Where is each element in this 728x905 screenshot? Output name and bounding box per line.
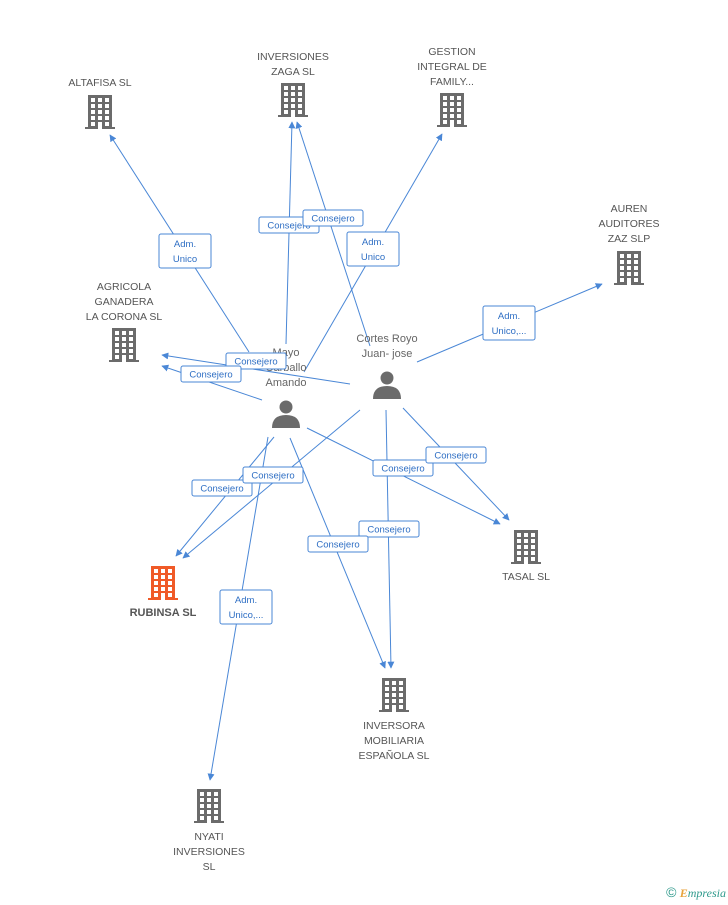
relation-text: Consejero [200,484,243,495]
company-node-nyati[interactable]: NYATI INVERSIONES SL [173,789,245,873]
brand-logo: Empresia [679,886,726,900]
relation-text: Adm. [235,595,257,606]
company-label: TASAL SL [502,571,550,583]
edge-9 [182,409,361,559]
company-label: GANADERA [95,296,154,308]
relation-text: Unico [173,254,197,265]
edge-14 [385,409,395,669]
company-label: RUBINSA SL [130,607,197,619]
company-node-agricola[interactable]: AGRICOLA GANADERA LA CORONA SL [86,281,163,362]
company-label: INVERSIONES [257,51,329,63]
company-node-auren[interactable]: AUREN AUDITORES ZAZ SLP [598,203,660,285]
company-node-inversora[interactable]: INVERSORA MOBILIARIA ESPAÑOLA SL [358,678,430,762]
company-label: AGRICOLA [97,281,151,293]
copyright-icon: © [666,884,677,900]
relation-text: Consejero [381,464,424,475]
person-icon [272,400,300,428]
relation-label-r3[interactable]: Consejero [302,209,364,227]
person-label: Juan- jose [362,348,413,360]
company-label: INTEGRAL DE [417,61,487,73]
relations-layer: Adm.UnicoConsejeroConsejeroAdm.UnicoAdm.… [158,209,536,625]
relation-text: Adm. [174,239,196,250]
relation-text: Consejero [316,540,359,551]
building-icon [109,328,139,362]
relation-text: Adm. [498,311,520,322]
relation-label-r8[interactable]: Consejero [191,479,253,497]
company-label: SL [203,861,216,873]
person-label: Cortes Royo [356,333,417,345]
company-label: INVERSORA [363,720,425,732]
building-icon [148,566,178,600]
edge-12 [402,407,510,521]
company-label: LA CORONA SL [86,311,163,323]
edge-3 [295,121,371,347]
relation-label-r1[interactable]: Adm. Unico [158,233,212,269]
nodes-layer: ALTAFISA SL INVERSIONES ZAGA SL GESTION INTE… [68,46,659,873]
footer-brand: © Empresia [666,884,726,901]
relation-text: Unico [361,252,385,263]
relation-label-r10[interactable]: Consejero [372,459,434,477]
company-node-inversiones-zaga[interactable]: INVERSIONES ZAGA SL [257,51,329,117]
relation-text: Unico,... [492,326,527,337]
relation-text: Consejero [434,451,477,462]
company-label: ZAGA SL [271,66,315,78]
relation-text: Adm. [362,237,384,248]
building-icon [614,251,644,285]
edge-7 [161,364,263,401]
building-icon [511,530,541,564]
relation-text: Consejero [189,370,232,381]
company-node-tasal[interactable]: TASAL SL [502,530,550,583]
relation-label-r11[interactable]: Consejero [425,446,487,464]
person-icon [373,371,401,399]
company-label: FAMILY... [430,76,474,88]
relation-label-r9[interactable]: Consejero [242,466,304,484]
relation-label-r7[interactable]: Consejero [180,365,242,383]
edge-13 [289,437,386,669]
building-icon [85,95,115,129]
relation-label-r12[interactable]: Consejero [358,520,420,538]
company-label: AUDITORES [598,218,659,230]
relation-text: Unico,... [229,610,264,621]
relation-label-r5[interactable]: Adm. Unico,... [482,305,536,341]
company-label: ALTAFISA SL [68,77,131,89]
company-label: INVERSIONES [173,846,245,858]
relation-text: Consejero [234,357,277,368]
company-label: ESPAÑOLA SL [358,749,429,762]
building-icon [437,93,467,127]
person-label: Amando [266,377,307,389]
building-icon [379,678,409,712]
relation-text: Consejero [267,221,310,232]
company-label: MOBILIARIA [364,735,424,747]
company-label: GESTION [428,46,475,58]
company-label: AUREN [611,203,648,215]
company-label: NYATI [194,831,223,843]
relation-text: Consejero [367,525,410,536]
company-label: ZAZ SLP [608,233,651,245]
relation-label-r4[interactable]: Adm. Unico [346,231,400,267]
relation-label-r6[interactable]: Consejero [225,352,287,370]
building-icon [194,789,224,823]
company-node-gestion-integral[interactable]: GESTION INTEGRAL DE FAMILY... [417,46,487,127]
company-node-altafisa[interactable]: ALTAFISA SL [68,77,132,129]
company-node-rubinsa[interactable]: RUBINSA SL [130,566,197,619]
relation-text: Consejero [311,214,354,225]
relation-label-r13[interactable]: Consejero [307,535,369,553]
relation-text: Consejero [251,471,294,482]
building-icon [278,83,308,117]
relation-label-r14[interactable]: Adm. Unico,... [219,589,273,625]
